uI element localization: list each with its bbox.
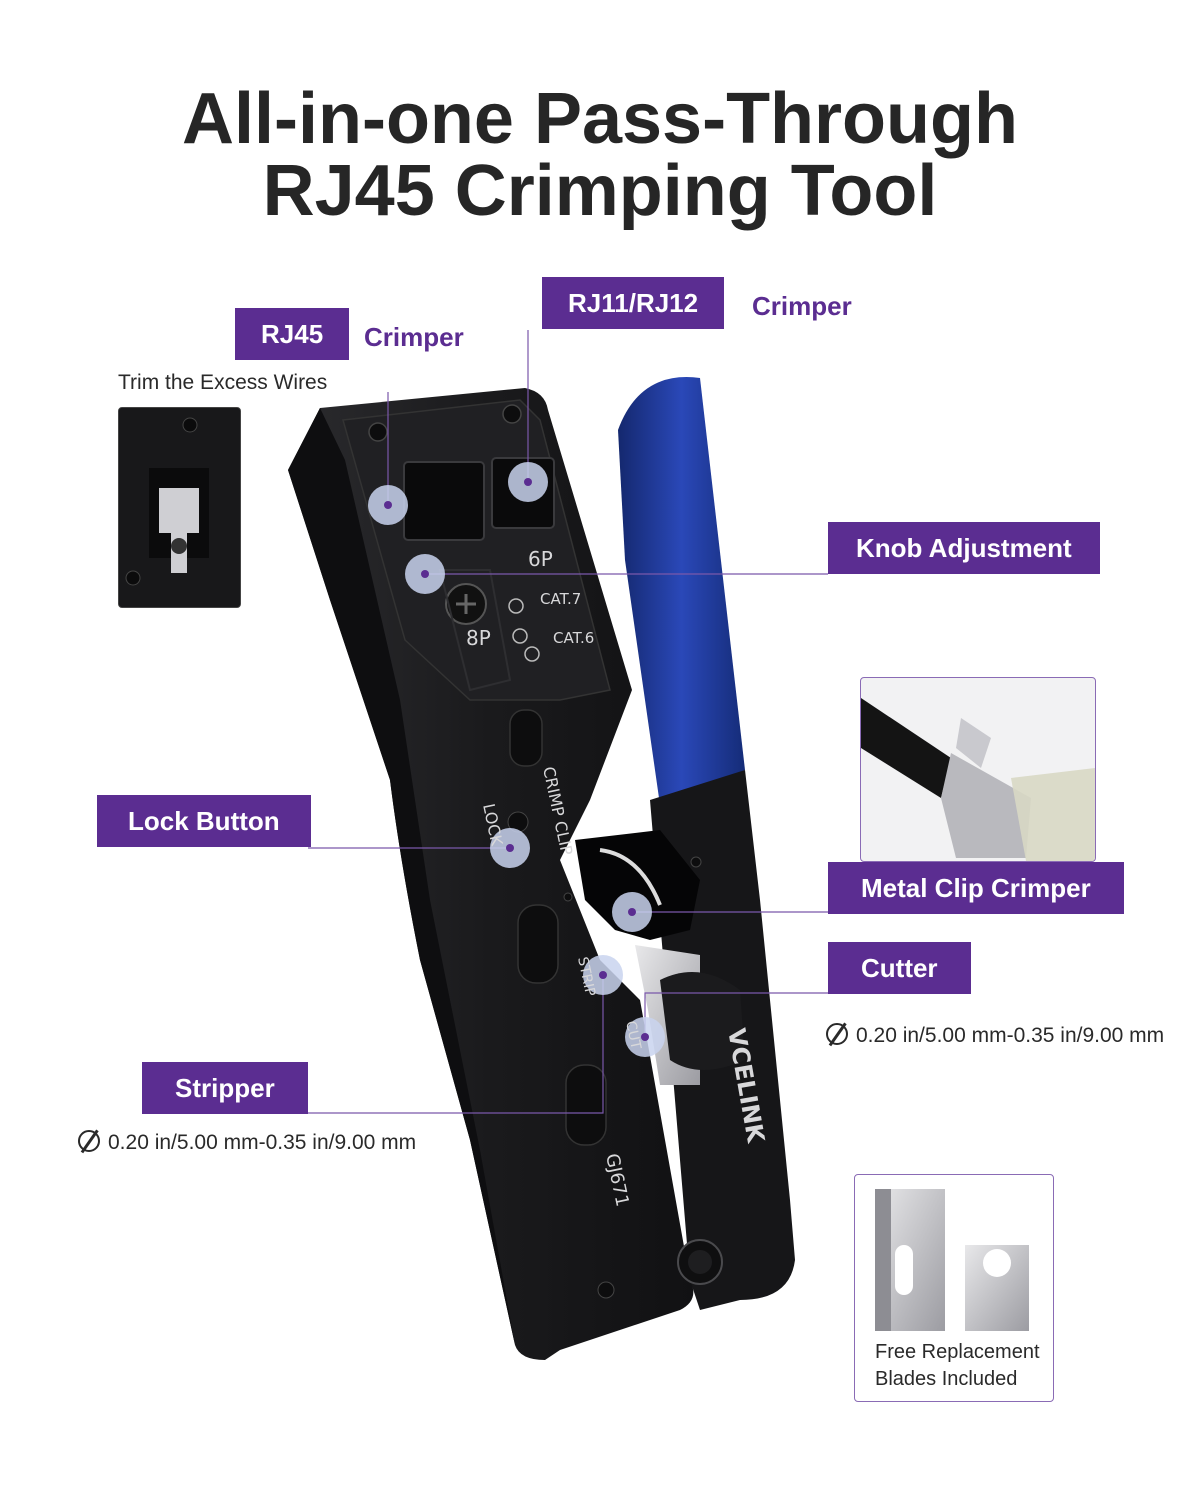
page-title-line-2: RJ45 Crimping Tool <box>262 151 938 231</box>
metal-clip-tag: Metal Clip Crimper <box>828 862 1124 914</box>
blue-handle <box>618 377 745 805</box>
rj45-tag: RJ45 <box>235 308 350 360</box>
stripper-spec: 0.20 in/5.00 mm-0.35 in/9.00 mm <box>78 1130 416 1155</box>
cutter-spec: 0.20 in/5.00 mm-0.35 in/9.00 mm <box>826 1023 1164 1048</box>
blades-text-line-2: Blades Included <box>875 1368 1018 1390</box>
rj45-crimper-label: Crimper <box>364 322 464 352</box>
stripper-tag: Stripper <box>142 1062 308 1114</box>
marking-cut: CUT <box>622 1020 644 1052</box>
trim-note: Trim the Excess Wires <box>118 371 328 394</box>
blades-text-line-1: Free Replacement <box>875 1341 1040 1363</box>
diameter-icon <box>78 1130 100 1152</box>
replacement-blades-image <box>875 1189 1029 1331</box>
diameter-icon <box>826 1023 848 1045</box>
marking-6p: 6P <box>528 547 553 571</box>
marking-cat7: CAT.7 <box>540 590 581 608</box>
rj45-port <box>403 461 485 541</box>
marking-8p: 8P <box>466 626 491 650</box>
rj11-tag: RJ11/RJ12 <box>542 277 725 329</box>
knob-adjustment-tag: Knob Adjustment <box>828 522 1100 574</box>
marking-cat6: CAT.6 <box>553 629 594 647</box>
rj11-crimper-label: Crimper <box>752 291 852 321</box>
metal-clip-detail-image <box>860 677 1096 862</box>
cutter-tag: Cutter <box>828 942 971 994</box>
lock-button-tag: Lock Button <box>97 795 311 847</box>
replacement-blades-box: Free Replacement Blades Included <box>854 1174 1054 1402</box>
trim-detail-image <box>118 407 241 608</box>
page-title-line-1: All-in-one Pass-Through <box>182 79 1018 159</box>
